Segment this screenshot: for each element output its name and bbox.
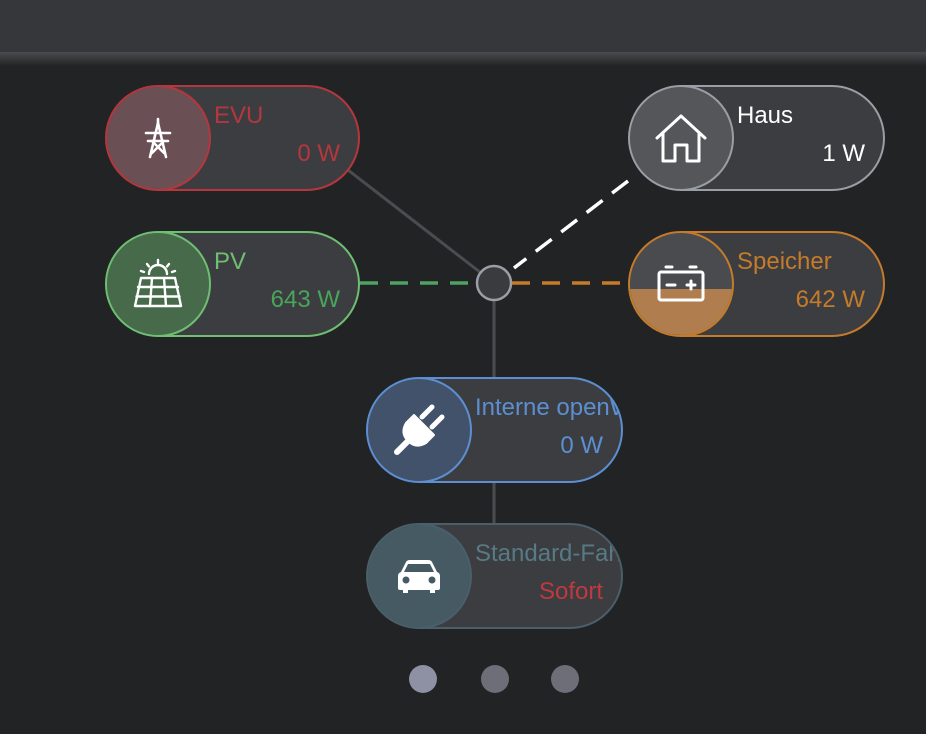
node-fahrzeug-label: Standard-Fahrzeug xyxy=(475,540,621,567)
car-icon xyxy=(398,560,440,593)
node-speicher-icon-circle xyxy=(630,233,734,335)
flow-hub xyxy=(475,264,513,302)
node-ladepunkt-icon-circle xyxy=(368,379,472,481)
node-evu-icon-circle xyxy=(107,87,211,189)
node-pv-value: 643 W xyxy=(270,286,340,313)
node-speicher-label: Speicher xyxy=(737,248,832,275)
pagination-dot-2[interactable] xyxy=(481,665,509,693)
solar-panel-icon xyxy=(133,258,183,308)
node-evu-label: EVU xyxy=(214,102,264,129)
house-icon xyxy=(655,114,707,163)
flow-line-haus xyxy=(512,179,630,270)
battery-icon xyxy=(657,265,705,302)
flow-line-evu xyxy=(347,168,495,285)
node-ladepunkt-label: Interne openWB xyxy=(475,394,621,421)
battery-soc-fill xyxy=(630,289,732,335)
carousel-pagination xyxy=(0,665,926,695)
node-haus-label: Haus xyxy=(737,102,794,129)
node-pv-label: PV xyxy=(214,248,247,275)
node-evu-value: 0 W xyxy=(297,140,340,167)
node-pv-icon-circle xyxy=(107,233,211,335)
node-ladepunkt-value: 0 W xyxy=(560,432,603,459)
node-fahrzeug-icon-circle xyxy=(368,525,472,627)
node-evu[interactable]: EVU 0 W xyxy=(105,85,360,191)
node-fahrzeug[interactable]: Standard-Fahrzeug Sofort xyxy=(366,523,623,629)
pagination-dot-1[interactable] xyxy=(409,665,437,693)
node-speicher-value: 642 W xyxy=(795,286,865,313)
power-pole-icon xyxy=(144,117,172,159)
node-pv[interactable]: PV 643 W xyxy=(105,231,360,337)
node-haus-value: 1 W xyxy=(822,140,865,167)
node-haus-icon-circle xyxy=(630,87,734,189)
plug-icon xyxy=(394,404,445,455)
top-bar xyxy=(0,0,926,52)
top-bar-shadow xyxy=(0,52,926,66)
node-speicher[interactable]: Speicher 642 W xyxy=(628,231,885,337)
node-haus[interactable]: Haus 1 W xyxy=(628,85,885,191)
node-ladepunkt[interactable]: Interne openWB 0 W xyxy=(366,377,623,483)
node-fahrzeug-mode: Sofort xyxy=(538,578,603,605)
pagination-dot-3[interactable] xyxy=(551,665,579,693)
